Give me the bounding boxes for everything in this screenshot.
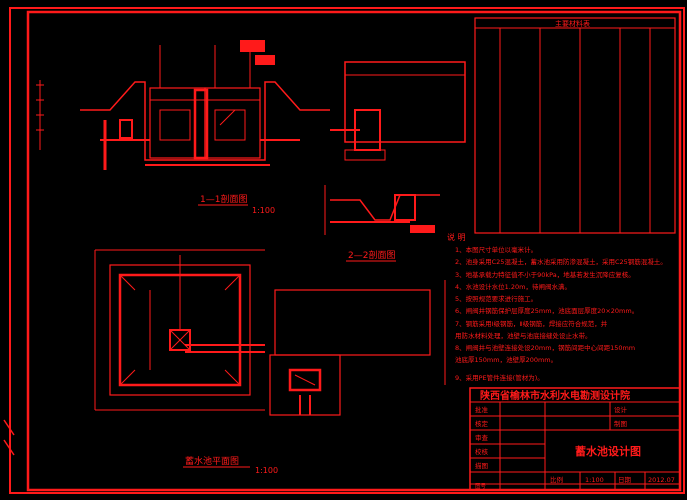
label-design: 设计: [614, 405, 628, 414]
section-2-2-title: 2—2剖面图: [348, 249, 395, 261]
date-label: 日期: [618, 476, 632, 484]
drawing-no-label: 图号: [475, 482, 487, 490]
materials-table: [474, 17, 676, 234]
project-name: 蓄水池设计图: [575, 444, 641, 458]
outer-frame: [9, 7, 685, 494]
note-2: 2、池身采用C25混凝土，蓄水池采用防渗混凝土，采用C25钢筋混凝土。: [455, 257, 667, 266]
institute-name: 陕西省榆林市水利水电勘测设计院: [480, 389, 630, 402]
section-1-1-title: 1—1剖面图: [200, 193, 247, 205]
notes-heading: 说 明: [447, 232, 466, 242]
note-9: 8、闸阀井与池壁连接处设20mm，钢筋间距中心间距150mm: [455, 343, 635, 352]
section-1-1-scale: 1:100: [252, 206, 275, 215]
note-5: 5、按照规范要求进行施工。: [455, 294, 537, 303]
note-6: 6、闸阀井钢筋保护层厚度25mm，池底面层厚度20×20mm。: [455, 306, 638, 315]
notes: 说 明 1、本图尺寸单位以毫米计。 2、池身采用C25混凝土，蓄水池采用防渗混凝…: [447, 232, 667, 382]
note-7: 7、钢筋采用Ⅰ级钢筋，Ⅱ级钢筋，焊接应符合规范，并: [455, 319, 608, 328]
section-2-2: [324, 185, 440, 235]
section-1-1: [36, 40, 330, 170]
label-draw: 制图: [614, 419, 627, 428]
date-value: 2012.07: [648, 476, 675, 484]
left-margin-mark: [3, 419, 15, 436]
note-8: 用防水材料处理，池壁与池底接缝处设止水带。: [455, 331, 592, 340]
note-4: 4、水池设计水位1.20m，待闸阀水满。: [455, 282, 571, 291]
plan-scale: 1:100: [255, 466, 278, 475]
scale-value: 1:100: [585, 476, 604, 484]
inner-frame: [26, 10, 682, 492]
plan-view: [94, 249, 265, 411]
note-1: 1、本图尺寸单位以毫米计。: [455, 245, 537, 254]
note-11: 9、采用PE管件连接(管材为)。: [455, 373, 544, 382]
note-10: 池底厚150mm，池壁厚200mm。: [455, 355, 557, 364]
label-review: 审查: [475, 433, 489, 442]
scale-label: 比例: [550, 475, 563, 484]
plan-title: 蓄水池平面图: [185, 455, 239, 467]
label-approve: 批准: [475, 405, 489, 414]
label-verify: 核定: [475, 419, 489, 428]
elevation-view: [330, 61, 466, 161]
label-trace: 描图: [475, 461, 488, 470]
chamber-plan: [269, 280, 446, 416]
materials-table-title: 主要材料表: [555, 19, 590, 28]
label-check: 校核: [475, 447, 489, 456]
note-3: 3、地基承载力特征值不小于90kPa，地基若发生沉降应复核。: [455, 270, 635, 279]
title-block: [469, 387, 681, 491]
